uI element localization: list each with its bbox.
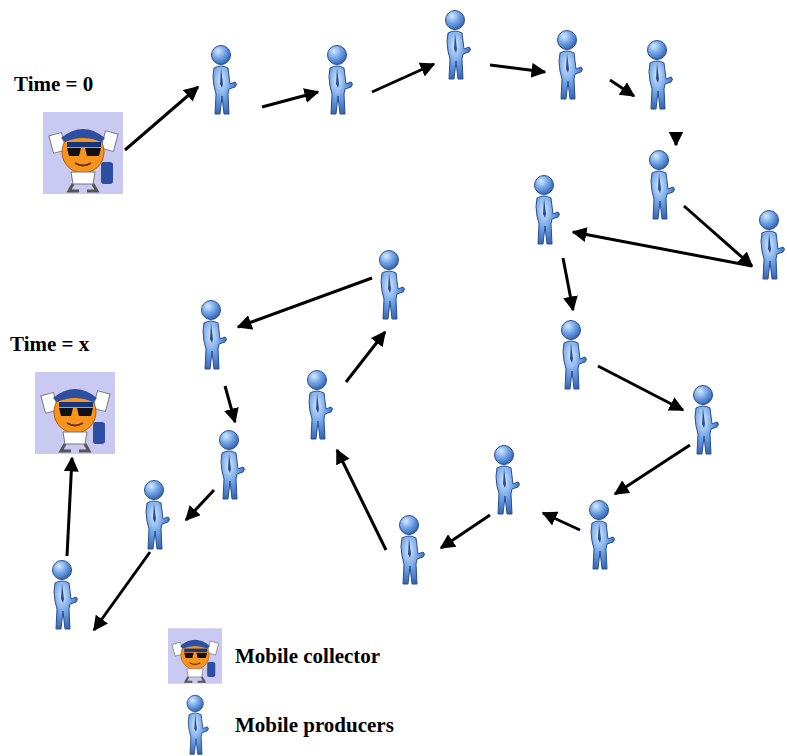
mobile-producer-figure [760,211,785,280]
movement-arrow [615,445,690,494]
movement-arrow [225,386,235,422]
mobile-producer-figure [400,516,425,585]
movement-arrow [337,450,386,550]
mobile-producer-figure [558,31,583,100]
movement-arrow [563,258,573,310]
collector-icon [42,111,124,195]
movement-arrow [610,80,634,96]
mobile-producer-figure [328,46,353,115]
movement-arrow [94,552,150,630]
mobile-producer-figure [495,446,520,515]
mobile-producer-figure [535,176,560,245]
mobile-collector-node: Time = x [10,332,116,455]
mobile-producer-figure [145,481,170,550]
movement-arrow [543,513,580,530]
mobile-producer-figure [562,321,587,390]
movement-arrow [490,65,545,72]
mobile-producer-figure [308,371,333,440]
mobile-producer-figure [446,11,471,80]
movement-arrow [125,87,198,150]
mobile-collector-node: Time = 0 [14,72,124,195]
legend-swatch [168,628,222,684]
mobile-producer-figure [648,41,673,110]
mobile-producer-figure [650,151,675,220]
movement-arrow [573,232,752,266]
legend-swatch [180,694,212,756]
legend-item: Mobile producers [180,694,394,756]
time-label: Time = x [10,332,116,357]
legend-text: Mobile producers [235,713,394,738]
movement-arrow [262,92,318,107]
mobile-producer-figure [202,301,227,370]
mobile-producer-figure [53,561,78,630]
mobile-producer-figure [212,46,237,115]
mobile-producer-figure [220,431,245,500]
movement-arrow [346,332,385,382]
movement-arrow [67,458,72,556]
mobile-producer-figure [590,501,615,570]
movement-arrow [675,134,678,145]
legend-item: Mobile collector [168,628,380,684]
movement-arrow [186,490,214,520]
movement-arrow [238,278,372,327]
mobile-producer-figure [694,386,719,455]
movement-arrow [441,515,490,548]
mobile-producer-figure [380,251,405,320]
movement-arrow [684,206,752,266]
collector-icon [34,371,116,455]
legend-text: Mobile collector [235,644,380,669]
movement-arrow [598,366,683,410]
time-label: Time = 0 [14,72,124,97]
movement-arrow [372,64,434,92]
